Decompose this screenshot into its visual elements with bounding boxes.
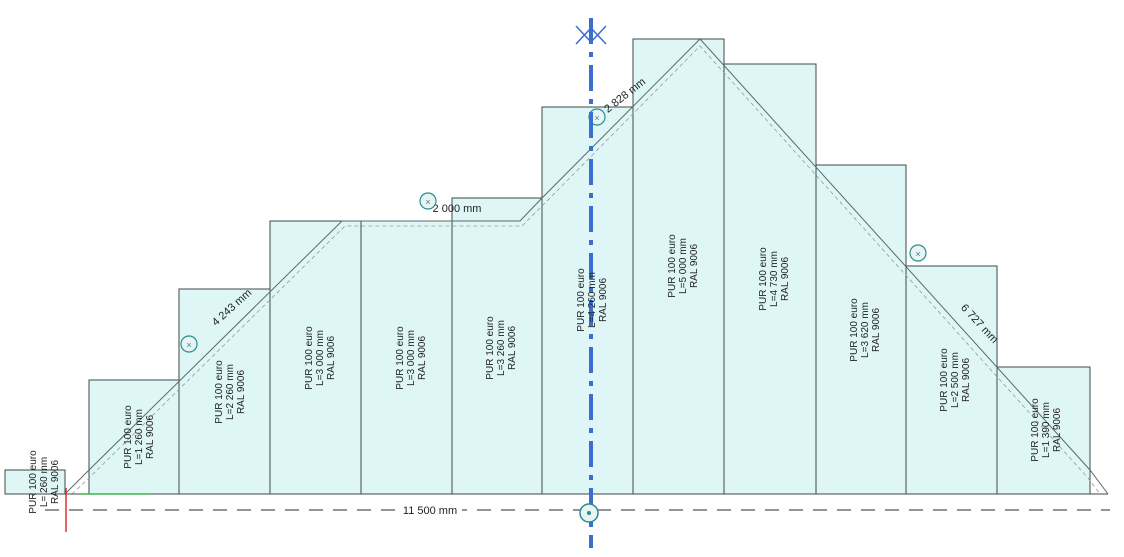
circle-x-icon[interactable]: × <box>419 192 437 210</box>
panel-color: RAL 9006 <box>50 460 61 505</box>
panel-length: L=3 620 mm <box>860 302 871 358</box>
panel-length: L=3 260 mm <box>496 320 507 376</box>
panel-color: RAL 9006 <box>961 358 972 403</box>
panel-5[interactable] <box>360 220 453 495</box>
panel-label-5: PUR 100 euro L=3 000 mm RAL 9006 <box>395 326 428 390</box>
circle-x-icon[interactable]: × <box>180 335 198 353</box>
panel-8[interactable] <box>632 38 725 495</box>
svg-text:×: × <box>915 249 920 259</box>
panel-length: L=3 000 mm <box>406 330 417 386</box>
panel-color: RAL 9006 <box>780 257 791 302</box>
panel-label-2: PUR 100 euro L=1 260 mm RAL 9006 <box>123 405 156 469</box>
svg-text:×: × <box>425 197 430 207</box>
panel-2[interactable] <box>88 379 180 495</box>
panel-length: L=4 730 mm <box>769 251 780 307</box>
panel-label-10: PUR 100 euro L=3 620 mm RAL 9006 <box>849 298 882 362</box>
panel-length: L=5 000 mm <box>678 238 689 294</box>
panel-length: L= 260 mm <box>39 457 50 507</box>
panel-label-4: PUR 100 euro L=3 000 mm RAL 9006 <box>304 326 337 390</box>
panel-label-7: PUR 100 euro L=4 260 mm RAL 9006 <box>576 268 609 332</box>
marker-icons: × × × × <box>180 108 927 353</box>
panel-12[interactable] <box>996 366 1091 495</box>
roof-outline <box>64 38 1109 495</box>
panel-name: PUR 100 euro <box>939 348 950 412</box>
panel-color: RAL 9006 <box>417 336 428 381</box>
svg-text:×: × <box>186 340 191 350</box>
panel-rects <box>4 38 1091 495</box>
panel-7[interactable] <box>541 106 634 495</box>
panel-color: RAL 9006 <box>326 336 337 381</box>
panel-name: PUR 100 euro <box>123 405 134 469</box>
panel-1[interactable] <box>4 469 66 495</box>
panel-name: PUR 100 euro <box>304 326 315 390</box>
total-width-label: 11 500 mm <box>403 505 457 517</box>
panel-10[interactable] <box>815 164 907 495</box>
panel-3[interactable] <box>178 288 271 495</box>
panel-label-8: PUR 100 euro L=5 000 mm RAL 9006 <box>667 234 700 298</box>
panel-name: PUR 100 euro <box>576 268 587 332</box>
panel-label-6: PUR 100 euro L=3 260 mm RAL 9006 <box>485 316 518 380</box>
panel-length: L=1 260 mm <box>134 409 145 465</box>
panel-name: PUR 100 euro <box>849 298 860 362</box>
panel-color: RAL 9006 <box>1052 408 1063 453</box>
panel-6[interactable] <box>451 197 543 495</box>
panel-color: RAL 9006 <box>871 308 882 353</box>
panel-name: PUR 100 euro <box>214 360 225 424</box>
panel-4[interactable] <box>269 220 362 495</box>
panel-color: RAL 9006 <box>598 278 609 323</box>
panel-name: PUR 100 euro <box>28 450 39 514</box>
panel-name: PUR 100 euro <box>485 316 496 380</box>
panel-length: L=3 000 mm <box>315 330 326 386</box>
panel-label-1: PUR 100 euro L= 260 mm RAL 9006 <box>28 450 61 514</box>
panel-color: RAL 9006 <box>689 244 700 289</box>
panel-length: L=4 260 mm <box>587 272 598 328</box>
panel-name: PUR 100 euro <box>758 247 769 311</box>
dimension-label-bg <box>398 503 462 517</box>
panel-color: RAL 9006 <box>236 370 247 415</box>
panel-label-9: PUR 100 euro L=4 730 mm RAL 9006 <box>758 247 791 311</box>
axis-bottom-handle-icon[interactable] <box>579 503 599 523</box>
panel-name: PUR 100 euro <box>395 326 406 390</box>
panel-name: PUR 100 euro <box>1030 398 1041 462</box>
panel-labels: PUR 100 euro L= 260 mm RAL 9006 PUR 100 … <box>28 234 1063 514</box>
circle-x-icon[interactable]: × <box>909 244 927 262</box>
panel-color: RAL 9006 <box>145 415 156 460</box>
flat-top-label: 2 000 mm <box>433 203 482 215</box>
panel-length: L=2 500 mm <box>950 352 961 408</box>
panel-name: PUR 100 euro <box>667 234 678 298</box>
panel-label-3: PUR 100 euro L=2 260 mm RAL 9006 <box>214 360 247 424</box>
axis-top-handle-icon[interactable] <box>575 25 607 45</box>
panel-color: RAL 9006 <box>507 326 518 371</box>
panel-length: L=2 260 mm <box>225 364 236 420</box>
roof-inner-line <box>71 45 1101 495</box>
panel-length: L=1 390 mm <box>1041 402 1052 458</box>
svg-text:×: × <box>594 113 599 123</box>
panel-label-11: PUR 100 euro L=2 500 mm RAL 9006 <box>939 348 972 412</box>
panel-label-12: PUR 100 euro L=1 390 mm RAL 9006 <box>1030 398 1063 462</box>
